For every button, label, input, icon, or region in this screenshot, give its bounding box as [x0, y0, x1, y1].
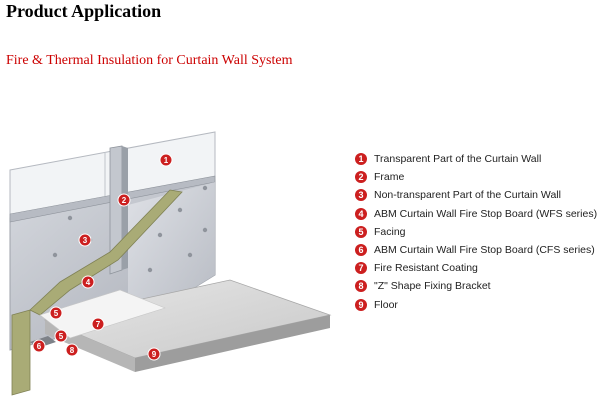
marker-8: 8	[66, 344, 78, 356]
legend-item-7: 7 Fire Resistant Coating	[355, 259, 600, 277]
svg-text:5: 5	[54, 309, 59, 318]
legend-label: Transparent Part of the Curtain Wall	[374, 153, 541, 165]
marker-2: 2	[118, 194, 130, 206]
legend-label: Facing	[374, 226, 406, 238]
marker-5b: 5	[55, 330, 67, 342]
svg-text:9: 9	[152, 350, 157, 359]
svg-text:8: 8	[70, 346, 75, 355]
legend-item-5: 5 Facing	[355, 223, 600, 241]
legend-list: 1 Transparent Part of the Curtain Wall 2…	[355, 150, 600, 314]
svg-text:3: 3	[83, 236, 88, 245]
legend-item-1: 1 Transparent Part of the Curtain Wall	[355, 150, 600, 168]
number-badge: 8	[355, 280, 367, 292]
marker-7: 7	[92, 318, 104, 330]
svg-text:4: 4	[86, 278, 91, 287]
legend-item-9: 9 Floor	[355, 296, 600, 314]
legend-label: ABM Curtain Wall Fire Stop Board (CFS se…	[374, 244, 595, 256]
marker-5a: 5	[50, 307, 62, 319]
legend-item-6: 6 ABM Curtain Wall Fire Stop Board (CFS …	[355, 241, 600, 259]
number-badge: 3	[355, 189, 367, 201]
legend-item-3: 3 Non-transparent Part of the Curtain Wa…	[355, 186, 600, 204]
svg-text:5: 5	[59, 332, 64, 341]
number-badge: 5	[355, 226, 367, 238]
number-badge: 4	[355, 208, 367, 220]
legend-item-8: 8 "Z" Shape Fixing Bracket	[355, 277, 600, 295]
legend-label: ABM Curtain Wall Fire Stop Board (WFS se…	[374, 208, 597, 220]
svg-text:6: 6	[37, 342, 42, 351]
marker-4: 4	[82, 276, 94, 288]
number-badge: 6	[355, 244, 367, 256]
legend-label: Frame	[374, 171, 404, 183]
page-subheading: Fire & Thermal Insulation for Curtain Wa…	[6, 52, 292, 70]
marker-1: 1	[160, 154, 172, 166]
legend-item-4: 4 ABM Curtain Wall Fire Stop Board (WFS …	[355, 205, 600, 223]
cfs-board	[12, 310, 30, 395]
marker-9: 9	[148, 348, 160, 360]
legend-label: Floor	[374, 299, 398, 311]
curtain-wall-diagram: 1 2 3 4 5 5 6 7 8 9	[0, 110, 340, 405]
svg-text:2: 2	[122, 196, 127, 205]
number-badge: 9	[355, 299, 367, 311]
legend-label: "Z" Shape Fixing Bracket	[374, 280, 491, 292]
svg-text:7: 7	[96, 320, 101, 329]
legend-item-2: 2 Frame	[355, 168, 600, 186]
page-heading: Product Application	[6, 0, 161, 22]
number-badge: 1	[355, 153, 367, 165]
legend-label: Fire Resistant Coating	[374, 262, 478, 274]
marker-6: 6	[33, 340, 45, 352]
marker-3: 3	[79, 234, 91, 246]
legend-label: Non-transparent Part of the Curtain Wall	[374, 189, 561, 201]
number-badge: 7	[355, 262, 367, 274]
number-badge: 2	[355, 171, 367, 183]
svg-text:1: 1	[164, 156, 169, 165]
